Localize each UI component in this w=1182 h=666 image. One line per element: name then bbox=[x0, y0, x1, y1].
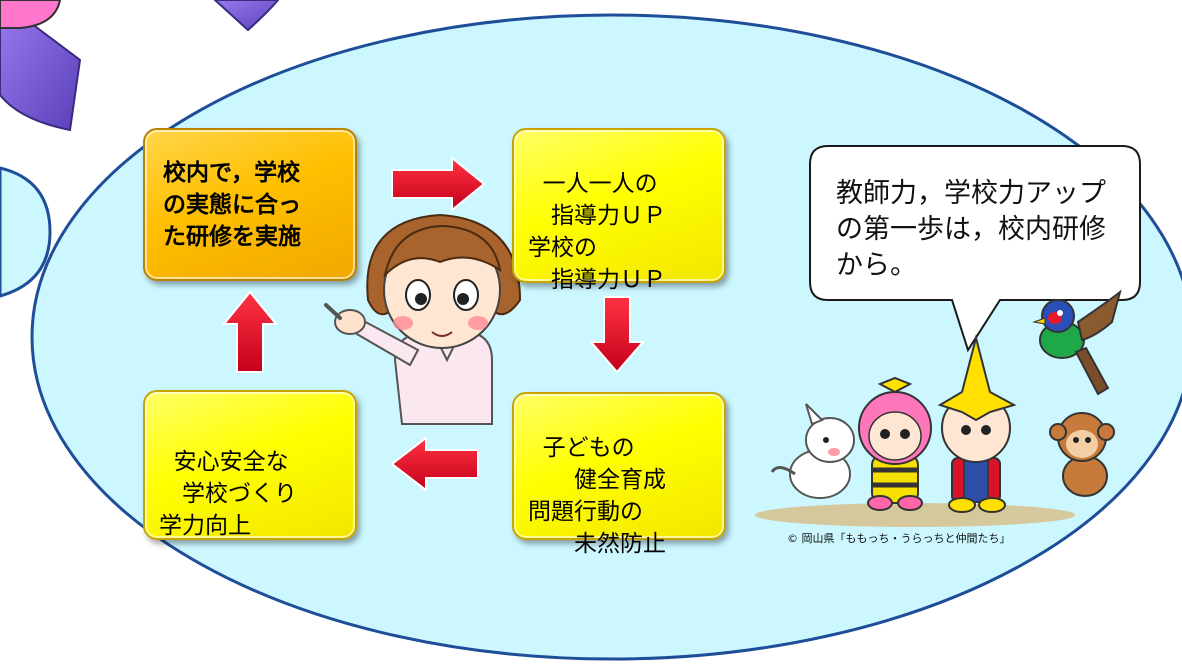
arrow-down bbox=[588, 296, 646, 374]
monkey-mascot bbox=[1049, 412, 1115, 497]
arrow-right bbox=[391, 155, 486, 213]
copyright-caption: © 岡山県「ももっち・うらっちと仲間たち」 bbox=[787, 532, 1011, 545]
cycle-box-step2-text: 一人一人の 指導力ＵＰ 学校の 指導力ＵＰ bbox=[528, 171, 666, 293]
pheasant-mascot bbox=[1032, 289, 1122, 396]
arrow-up bbox=[221, 290, 279, 373]
girl-mascot bbox=[858, 376, 932, 511]
cycle-box-start-text: 校内で，学校 の実態に合っ た研修を実施 bbox=[163, 159, 301, 250]
dog-mascot bbox=[770, 403, 855, 499]
cycle-box-start: 校内で，学校 の実態に合っ た研修を実施 bbox=[143, 128, 357, 281]
mascot-group bbox=[755, 289, 1122, 527]
left-corner-bubble bbox=[0, 166, 52, 298]
speech-bubble-shape bbox=[809, 145, 1141, 353]
boy-mascot bbox=[937, 334, 1017, 513]
cycle-box-step2: 一人一人の 指導力ＵＰ 学校の 指導力ＵＰ bbox=[512, 128, 726, 293]
top-left-decoration bbox=[0, 0, 280, 132]
teacher-character bbox=[324, 213, 522, 425]
cycle-box-step4: 安心安全な 学校づくり 学力向上 bbox=[143, 390, 357, 540]
arrow-left bbox=[390, 435, 479, 493]
cycle-box-step3-text: 子どもの 健全育成 問題行動の 未然防止 bbox=[528, 435, 666, 557]
speech-bubble-text: 教師力，学校力アップ の第一歩は，校内研修 から。 bbox=[836, 178, 1106, 281]
cycle-box-step3: 子どもの 健全育成 問題行動の 未然防止 bbox=[512, 392, 726, 557]
cycle-box-step4-text: 安心安全な 学校づくり 学力向上 bbox=[159, 449, 297, 539]
